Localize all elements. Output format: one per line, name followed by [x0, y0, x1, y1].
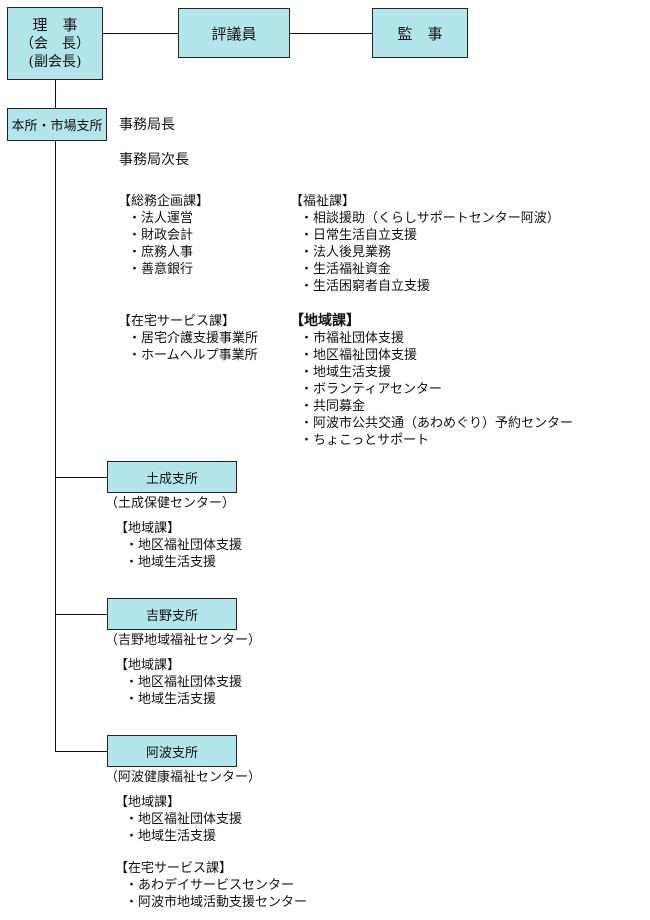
connector-yoshino — [55, 614, 107, 615]
branch-label: 吉野支所 — [145, 608, 198, 624]
board-vice-chair: (副会長) — [28, 54, 82, 70]
awa-branch-box: 阿波支所 — [107, 735, 237, 767]
home-service-section: 【在宅サービス課】 ・居宅介護支援事業所 ・ホームヘルプ事業所 — [118, 313, 258, 364]
tsuchinari-branch-box: 土成支所 — [107, 461, 237, 493]
list-item: ・生活困窮者自立支援 — [300, 279, 431, 294]
list-item: ・地区福祉団体支援 — [300, 348, 418, 363]
branch-label: 土成支所 — [145, 471, 198, 487]
branch-section: 【在宅サービス課】 ・あわデイサービスセンター ・阿波市地域活動支援センター — [115, 860, 307, 911]
list-item: ・ホームヘルプ事業所 — [128, 348, 258, 363]
auditor-label: 監 事 — [397, 24, 443, 43]
list-item: ・地域生活支援 — [300, 365, 392, 380]
branch-subtitle: （吉野地域福祉センター） — [105, 633, 262, 648]
branch-subtitle: （土成保健センター） — [105, 496, 236, 511]
board-chair: （会 長） — [20, 36, 90, 52]
branch-label: 阿波支所 — [145, 745, 198, 761]
list-item: ・あわデイサービスセンター — [125, 878, 295, 893]
connector-board-council — [103, 33, 178, 34]
council-box: 評議員 — [178, 8, 290, 58]
list-item: ・地区福祉団体支援 — [125, 675, 243, 690]
general-affairs-section: 【総務企画課】 ・法人運営 ・財政会計 ・庶務人事 ・善意銀行 — [118, 193, 209, 278]
community-section: 【地域課】 ・市福祉団体支援 ・地区福祉団体支援 ・地域生活支援 ・ボランティア… — [290, 313, 573, 449]
list-item: ・善意銀行 — [128, 262, 194, 277]
list-item: ・法人後見業務 — [300, 245, 392, 260]
list-item: ・地区福祉団体支援 — [125, 538, 243, 553]
connector-council-auditor — [290, 33, 372, 34]
connector-awa — [55, 751, 107, 752]
board-box: 理 事 （会 長） (副会長) — [7, 7, 103, 80]
list-item: ・地域生活支援 — [125, 555, 217, 570]
head-office-box: 本所・市場支所 — [7, 108, 107, 141]
connector-tsuchinari — [55, 477, 107, 478]
list-item: ・阿波市公共交通（あわめぐり）予約センター — [300, 416, 574, 431]
deputy-director-label: 事務局次長 — [119, 152, 189, 168]
section-heading: 【福祉課】 — [290, 194, 356, 209]
head-office-label: 本所・市場支所 — [11, 119, 103, 134]
connector-board-office — [55, 80, 56, 108]
list-item: ・ボランティアセンター — [300, 382, 442, 397]
list-item: ・ちょこっとサポート — [300, 433, 430, 448]
branch-section: 【地域課】 ・地区福祉団体支援 ・地域生活支援 — [115, 794, 242, 845]
section-heading: 【地域課】 — [115, 658, 181, 673]
branch-subtitle: （阿波健康福祉センター） — [105, 770, 262, 785]
list-item: ・生活福祉資金 — [300, 262, 392, 277]
welfare-section: 【福祉課】 ・相談援助（くらしサポートセンター阿波） ・日常生活自立支援 ・法人… — [290, 193, 560, 295]
trunk-line — [55, 141, 56, 752]
list-item: ・共同募金 — [300, 399, 366, 414]
council-label: 評議員 — [211, 24, 257, 43]
branch-section: 【地域課】 ・地区福祉団体支援 ・地域生活支援 — [115, 657, 242, 708]
list-item: ・財政会計 — [128, 228, 194, 243]
list-item: ・法人運営 — [128, 211, 194, 226]
section-heading: 【地域課】 — [115, 521, 181, 536]
list-item: ・居宅介護支援事業所 — [128, 331, 259, 346]
director-label: 事務局長 — [119, 117, 175, 133]
section-heading: 【地域課】 — [115, 795, 181, 810]
section-heading: 【総務企画課】 — [118, 194, 210, 209]
section-heading: 【地域課】 — [290, 313, 360, 329]
list-item: ・地区福祉団体支援 — [125, 812, 243, 827]
section-heading: 【在宅サービス課】 — [118, 314, 236, 329]
section-heading: 【在宅サービス課】 — [115, 861, 233, 876]
list-item: ・相談援助（くらしサポートセンター阿波） — [300, 211, 560, 226]
list-item: ・地域生活支援 — [125, 829, 217, 844]
yoshino-branch-box: 吉野支所 — [107, 598, 237, 630]
list-item: ・庶務人事 — [128, 245, 194, 260]
list-item: ・市福祉団体支援 — [300, 331, 405, 346]
board-title: 理 事 — [32, 16, 78, 34]
auditor-box: 監 事 — [372, 8, 468, 58]
list-item: ・阿波市地域活動支援センター — [125, 895, 308, 910]
list-item: ・地域生活支援 — [125, 692, 217, 707]
branch-section: 【地域課】 ・地区福祉団体支援 ・地域生活支援 — [115, 520, 242, 571]
list-item: ・日常生活自立支援 — [300, 228, 418, 243]
